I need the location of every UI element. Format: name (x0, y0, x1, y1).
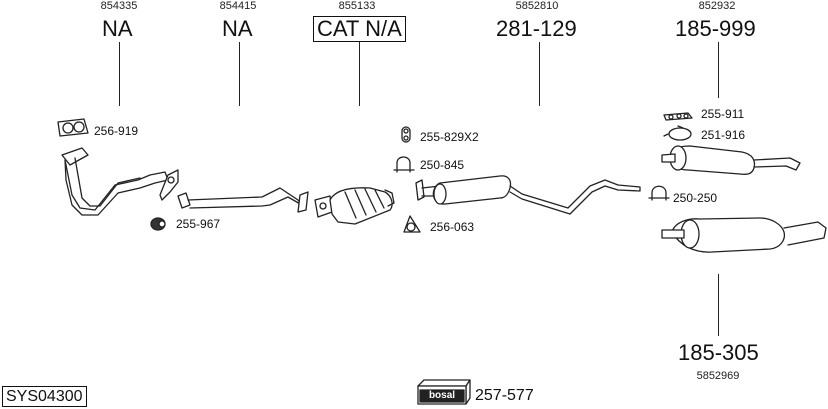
catalytic-converter-drawing (314, 187, 395, 225)
accessory-label-u-clamp[interactable]: 250-250 (673, 191, 718, 205)
leader-line (239, 42, 240, 106)
leader-line (539, 42, 540, 106)
accessory-label-flange-gasket[interactable]: 256-063 (430, 220, 475, 234)
leader-line (718, 42, 719, 98)
bosal-kit-box-drawing (417, 379, 471, 405)
part-code[interactable]: NA (222, 16, 253, 41)
oe-number: 854335 (100, 0, 138, 12)
rear-silencer-top-drawing (661, 145, 801, 175)
accessory-label-rubber-mount[interactable]: 255-967 (176, 217, 221, 231)
accessory-label-u-clamp[interactable]: 250-845 (420, 158, 465, 172)
rear-silencer-bottom-drawing (661, 217, 827, 253)
gasket-icon-drawing (57, 118, 89, 137)
accessory-label-gasket[interactable]: 256-919 (94, 124, 139, 138)
rubber-ring-icon-drawing (401, 126, 411, 143)
intermediate-pipe-drawing (177, 187, 309, 213)
oe-number: 852932 (698, 0, 736, 12)
flange-gasket-icon-drawing (403, 215, 421, 233)
part-code-boxed[interactable]: CAT N/A (313, 16, 406, 42)
rubber-mount-icon-drawing (150, 217, 166, 231)
band-clamp-icon-drawing (663, 125, 692, 141)
bosal-logo: bosal (428, 390, 456, 401)
hanger-strap-icon-drawing (663, 112, 693, 121)
accessory-label-hanger-strap[interactable]: 255-911 (701, 107, 745, 121)
front-pipe-drawing (61, 147, 179, 216)
part-code[interactable]: 185-305 (678, 340, 759, 365)
oe-number: 854415 (219, 0, 257, 12)
accessory-label-rubber-ring[interactable]: 255-829X2 (420, 130, 479, 144)
leader-line (718, 274, 719, 336)
part-code[interactable]: 185-999 (675, 16, 756, 41)
oe-number: 5852810 (515, 0, 559, 12)
part-code[interactable]: NA (102, 16, 133, 41)
fitting-kit-code[interactable]: 257-577 (475, 387, 534, 404)
u-clamp-icon-drawing-1 (393, 156, 415, 173)
leader-line (119, 42, 120, 106)
system-id: SYS04300 (2, 386, 87, 407)
u-clamp-icon-drawing-2 (648, 185, 670, 201)
accessory-label-band-clamp[interactable]: 251-916 (701, 128, 746, 142)
leader-line (359, 42, 360, 106)
part-code[interactable]: 281-129 (496, 16, 577, 41)
oe-number: 5852969 (696, 370, 740, 382)
centre-silencer-drawing (415, 175, 641, 215)
oe-number: 855133 (338, 0, 376, 12)
